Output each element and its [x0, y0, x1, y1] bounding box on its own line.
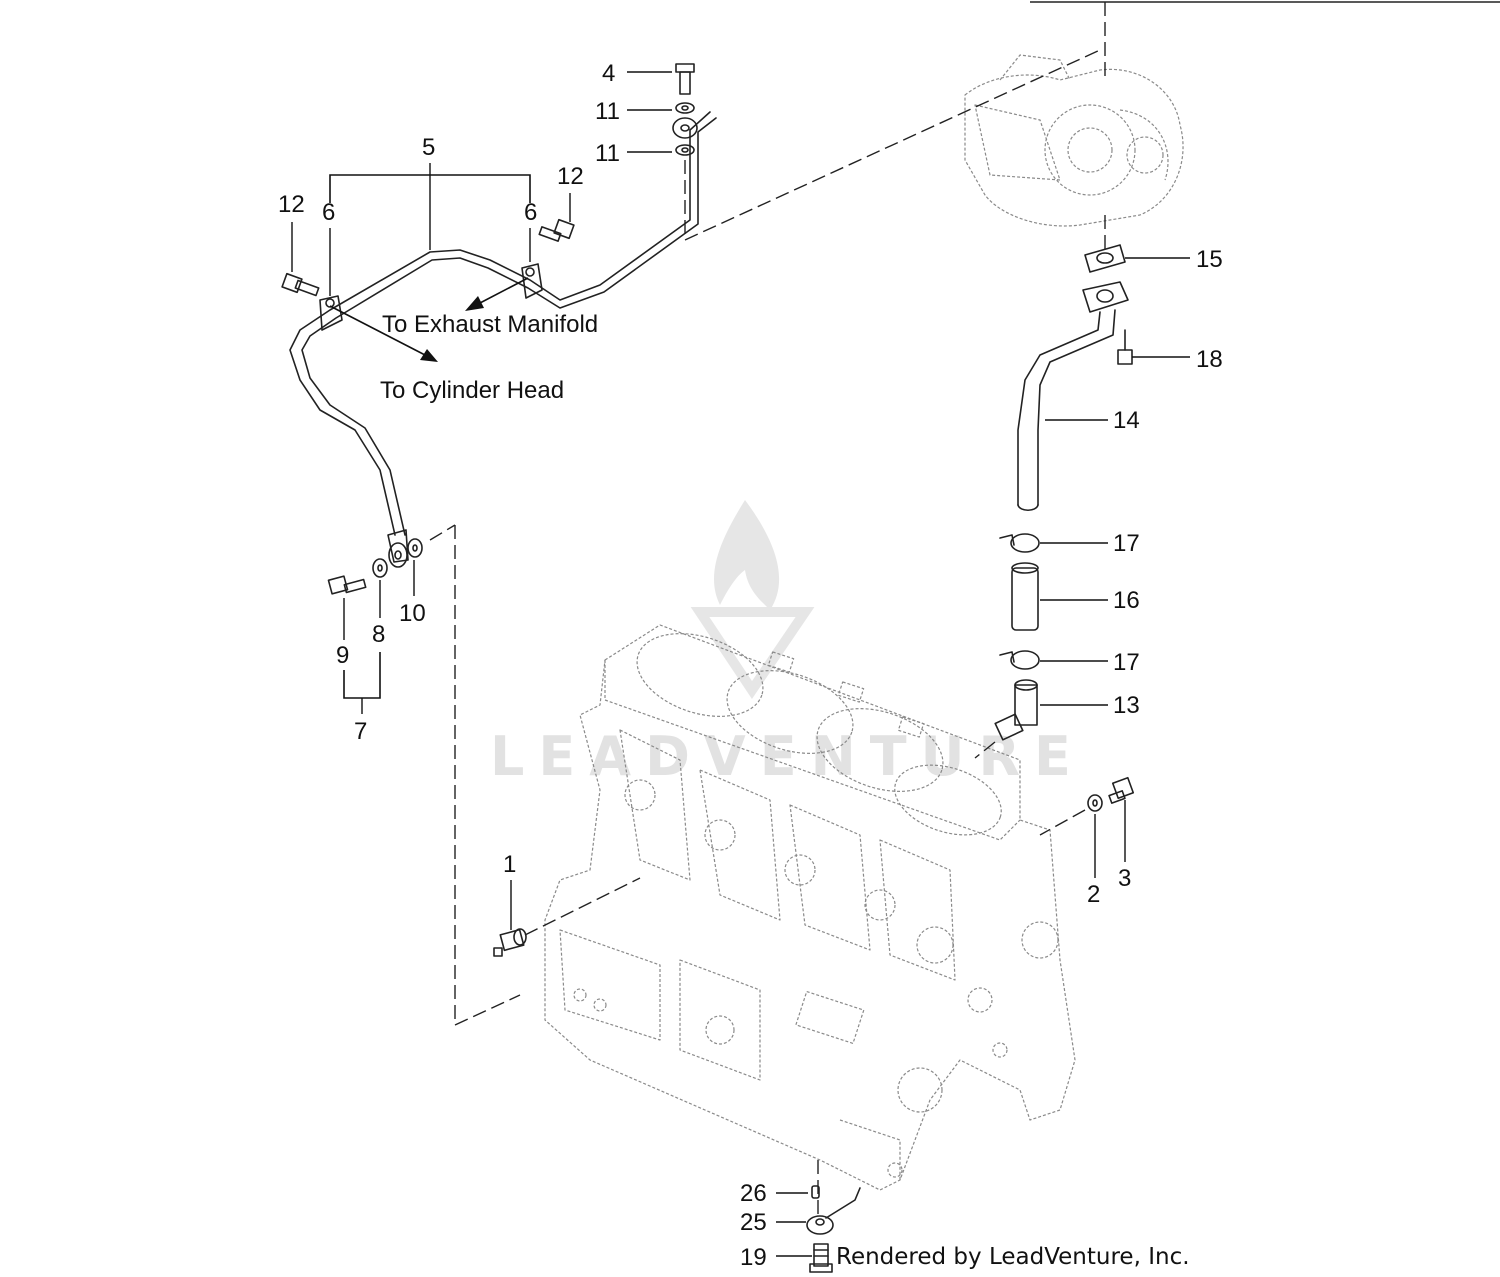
- bolt-12-left: [281, 272, 320, 297]
- drain-plug-assembly: [806, 1160, 861, 1273]
- callout-9: 9: [336, 642, 349, 669]
- watermark-text: LEADVENTURE: [490, 725, 1085, 788]
- callout-2: 2: [1087, 881, 1100, 908]
- callout-3: 3: [1118, 865, 1131, 892]
- turbocharger-ghost: [964, 2, 1184, 227]
- elbow-fitting-13: [974, 679, 1038, 759]
- callout-15: 15: [1196, 246, 1223, 273]
- bolt-3: [1108, 776, 1135, 804]
- oil-pipe-assembly: [289, 111, 717, 563]
- engine-block-ghost: [544, 624, 1076, 1191]
- callout-17: 17: [1113, 649, 1140, 676]
- callout-14: 14: [1113, 407, 1140, 434]
- exhaust-arrow: [465, 277, 529, 311]
- callout-17: 17: [1113, 530, 1140, 557]
- washer-2: [1039, 794, 1103, 836]
- callout-11: 11: [595, 98, 620, 125]
- callout-4: 4: [602, 60, 615, 87]
- watermark: LEADVENTURE: [490, 500, 1085, 788]
- callout-6: 6: [322, 199, 335, 226]
- to-cylinder-head-label: To Cylinder Head: [380, 377, 564, 404]
- watermark-logo-icon: [690, 500, 815, 699]
- bolt-12-right: [538, 218, 575, 242]
- callout-labels: 4 11 11 5 12 12 6 6 15 18 14 17 16 17 13…: [278, 60, 1223, 1271]
- callout-16: 16: [1113, 587, 1140, 614]
- callout-12: 12: [557, 163, 584, 190]
- banjo-top: [672, 49, 1101, 241]
- callout-1: 1: [503, 851, 516, 878]
- turbo-drain-assembly: [1017, 215, 1133, 512]
- banjo-bottom: [327, 524, 521, 1026]
- callout-26: 26: [740, 1180, 767, 1207]
- oil-pressure-switch: [493, 877, 641, 957]
- callout-6: 6: [524, 199, 537, 226]
- callout-11: 11: [595, 140, 620, 167]
- hose-clamp-upper: [999, 533, 1040, 553]
- callout-10: 10: [399, 600, 426, 627]
- hose-16: [1011, 562, 1039, 631]
- callout-18: 18: [1196, 346, 1223, 373]
- callout-13: 13: [1113, 692, 1140, 719]
- callout-19: 19: [740, 1244, 767, 1271]
- pipe-clamp-left: [319, 295, 343, 331]
- callout-8: 8: [372, 621, 385, 648]
- callout-7: 7: [354, 718, 367, 745]
- callout-25: 25: [740, 1209, 767, 1236]
- cylinder-head-arrow: [329, 305, 438, 362]
- render-credit: Rendered by LeadVenture, Inc.: [836, 1244, 1190, 1270]
- pipe-clamp-right: [521, 263, 543, 299]
- leader-lines: [291, 71, 1190, 1257]
- hose-clamp-lower: [999, 650, 1040, 670]
- callout-5: 5: [422, 134, 435, 161]
- to-exhaust-manifold-label: To Exhaust Manifold: [382, 311, 598, 338]
- callout-12: 12: [278, 191, 305, 218]
